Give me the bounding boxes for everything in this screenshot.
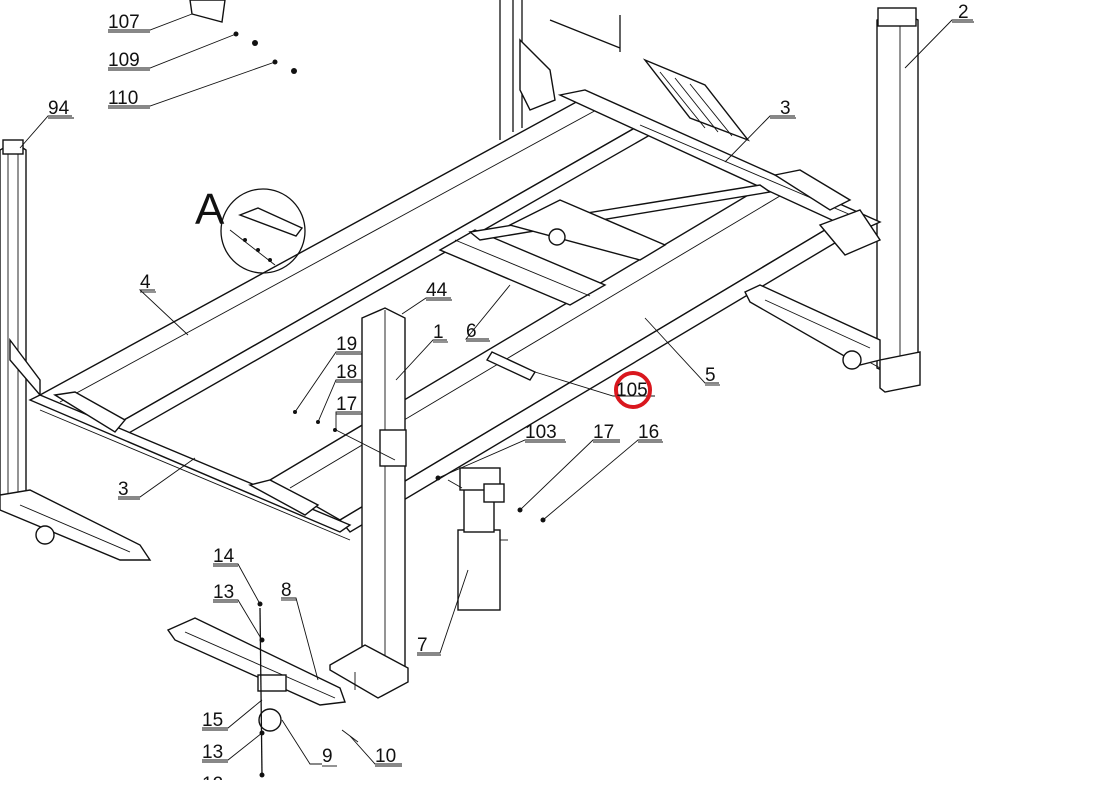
detail-a-view <box>220 188 306 274</box>
detail-letter-label: A <box>195 185 225 234</box>
callout-label: 3 <box>118 479 129 500</box>
callout-label: 44 <box>426 280 448 301</box>
callout-label: 19 <box>336 334 357 355</box>
callout-label: 4 <box>140 272 151 293</box>
callout-label: 7 <box>417 635 428 656</box>
front-post <box>329 307 409 699</box>
callout-label: 110 <box>108 88 138 109</box>
callout-label: 3 <box>780 98 791 119</box>
right-foot-beam <box>744 284 881 370</box>
callout-label: 15 <box>202 710 223 731</box>
callout-label: 103 <box>525 422 557 443</box>
left-post <box>0 139 41 514</box>
callout-label: 5 <box>705 365 716 386</box>
callout-label: 17 <box>593 422 614 443</box>
callout-underlines <box>48 21 974 767</box>
callout-label: 12 <box>202 774 223 780</box>
callout-label: 2 <box>958 2 969 23</box>
callout-label: 109 <box>108 50 140 71</box>
callout-label: 1 <box>433 322 444 343</box>
left-foot-beam <box>0 489 152 561</box>
callout-label: 13 <box>213 582 234 603</box>
leader-lines <box>19 13 973 765</box>
lift-frame <box>28 89 882 541</box>
callout-label: 13 <box>202 742 223 763</box>
callout-label: 8 <box>281 580 292 601</box>
callout-label: 94 <box>48 98 70 119</box>
back-center-post <box>499 0 556 140</box>
right-post <box>861 7 921 393</box>
callout-label: 6 <box>466 321 477 342</box>
callout-labels: 107 109 110 94 2 3 4 44 1 6 19 18 17 105… <box>48 2 969 785</box>
highlight-circle <box>614 371 652 409</box>
callout-label: 105 <box>616 380 648 401</box>
callout-label: 18 <box>336 362 357 383</box>
callout-label: 9 <box>322 746 333 767</box>
approach-ramp <box>549 15 751 142</box>
power-unit <box>447 467 508 611</box>
callout-label: 107 <box>108 12 140 33</box>
bottom-wheel-assembly <box>166 617 359 743</box>
callout-label: 16 <box>638 422 659 443</box>
callout-label: 14 <box>213 546 235 567</box>
callout-label: 17 <box>336 394 357 415</box>
callout-label: 10 <box>375 746 396 767</box>
